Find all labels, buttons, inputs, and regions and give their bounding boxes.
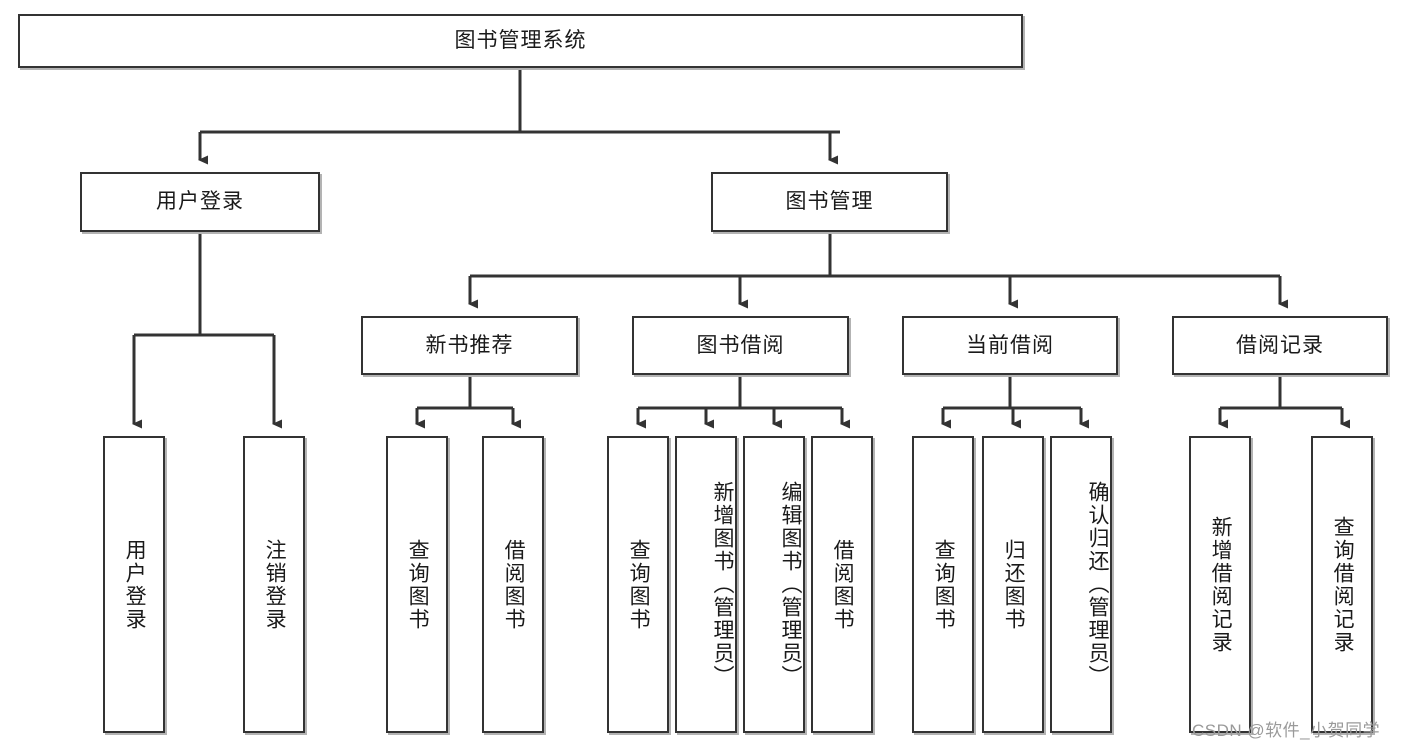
node-leaf-add-book[interactable]: 新增图书（管理员） xyxy=(675,436,737,733)
node-leaf-logout[interactable]: 注销登录 xyxy=(243,436,305,733)
node-borrow-record[interactable]: 借阅记录 xyxy=(1172,316,1388,375)
node-leaf-add-borrow-record[interactable]: 新增借阅记录 xyxy=(1189,436,1251,733)
node-leaf-user-login[interactable]: 用户登录 xyxy=(103,436,165,733)
node-current-borrow[interactable]: 当前借阅 xyxy=(902,316,1118,375)
node-leaf-query-borrow-record[interactable]: 查询借阅记录 xyxy=(1311,436,1373,733)
csdn-watermark: CSDN @软件_小贺同学 xyxy=(1192,721,1381,740)
node-book-borrow[interactable]: 图书借阅 xyxy=(632,316,849,375)
node-leaf-return-book[interactable]: 归还图书 xyxy=(982,436,1044,733)
node-leaf-edit-book[interactable]: 编辑图书（管理员） xyxy=(743,436,805,733)
node-user-login[interactable]: 用户登录 xyxy=(80,172,320,232)
node-leaf-query-book-current[interactable]: 查询图书 xyxy=(912,436,974,733)
node-leaf-confirm-return[interactable]: 确认归还（管理员） xyxy=(1050,436,1112,733)
node-book-manage[interactable]: 图书管理 xyxy=(711,172,948,232)
node-leaf-query-book-recommend[interactable]: 查询图书 xyxy=(386,436,448,733)
node-leaf-borrow-book[interactable]: 借阅图书 xyxy=(811,436,873,733)
node-leaf-borrow-book-recommend[interactable]: 借阅图书 xyxy=(482,436,544,733)
node-leaf-query-book-borrow[interactable]: 查询图书 xyxy=(607,436,669,733)
node-root[interactable]: 图书管理系统 xyxy=(18,14,1023,68)
node-new-book-recommend[interactable]: 新书推荐 xyxy=(361,316,578,375)
